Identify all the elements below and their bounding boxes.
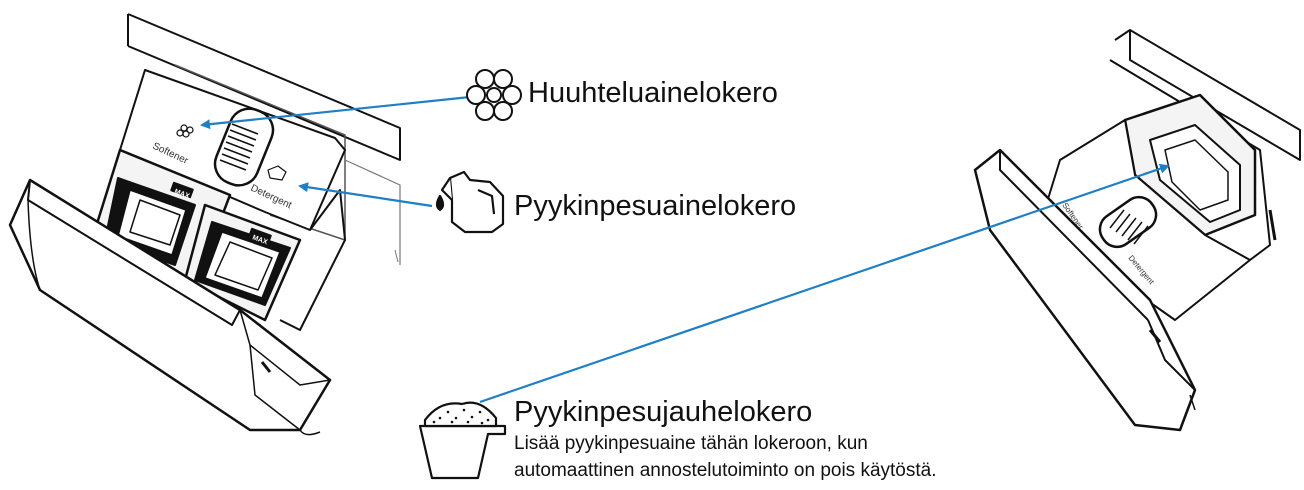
softener-compartment-label: Huuhteluainelokero	[528, 77, 778, 109]
powder-compartment-label: Pyykinpesujauhelokero	[514, 396, 813, 428]
right-vent-grille	[1109, 209, 1149, 245]
detergent-bottle-mark-icon	[267, 165, 287, 181]
arrow-detergent	[298, 182, 433, 208]
detergent-compartment-label: Pyykinpesuainelokero	[514, 190, 797, 222]
powder-note-line2: automaattinen annostelutoiminto on pois …	[514, 460, 937, 481]
measuring-scoop-icon	[418, 401, 507, 480]
arrow-softener	[200, 95, 471, 130]
right-dispenser-drawer	[973, 29, 1301, 432]
callout-arrows	[200, 95, 1170, 404]
arrow-powder	[479, 163, 1170, 404]
detergent-bottle-icon	[435, 170, 505, 234]
powder-note-line1: Lisää pyykinpesuaine tähän lokeroon, kun	[514, 433, 868, 454]
vent-grille	[219, 123, 259, 171]
left-dispenser-drawer	[8, 13, 401, 436]
softener-flower-icon	[176, 124, 194, 138]
flower-icon	[466, 69, 522, 121]
